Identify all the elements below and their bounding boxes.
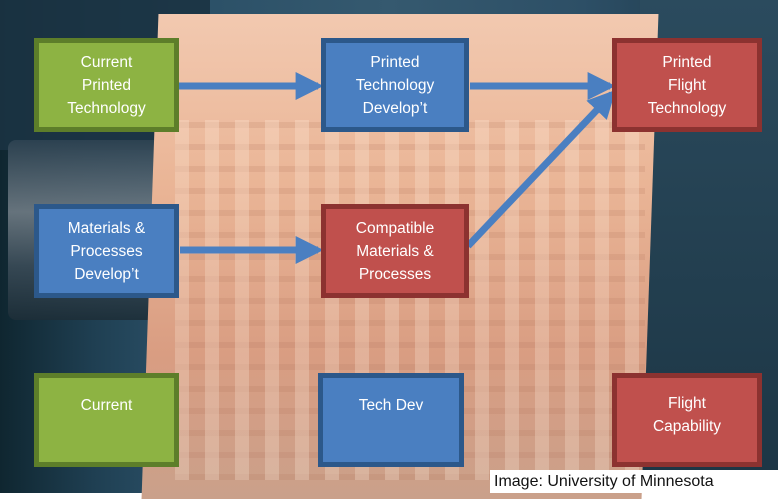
node-label: Printed Technology Develop’t [355,53,435,117]
node-printed-technology-development: Printed Technology Develop’t [321,38,469,132]
legend-label: Flight Capability [652,395,722,435]
legend-tech-dev: Tech Dev [318,373,464,467]
node-current-printed-technology: Current Printed Technology [34,38,179,132]
node-label: Compatible Materials & Processes [355,219,435,283]
node-printed-flight-technology: Printed Flight Technology [612,38,762,132]
node-label: Printed Flight Technology [647,53,727,117]
node-label: Materials & Processes Develop’t [67,219,146,283]
image-credit: Image: University of Minnesota [490,470,778,493]
arrow-compatible-to-flight [465,89,616,249]
legend-flight-capability: Flight Capability [612,373,762,467]
legend-current: Current [34,373,179,467]
node-materials-processes-development: Materials & Processes Develop’t [34,204,179,298]
legend-label: Tech Dev [358,397,424,414]
node-compatible-materials-processes: Compatible Materials & Processes [321,204,469,298]
node-label: Current Printed Technology [67,53,146,117]
legend-label: Current [80,397,133,414]
